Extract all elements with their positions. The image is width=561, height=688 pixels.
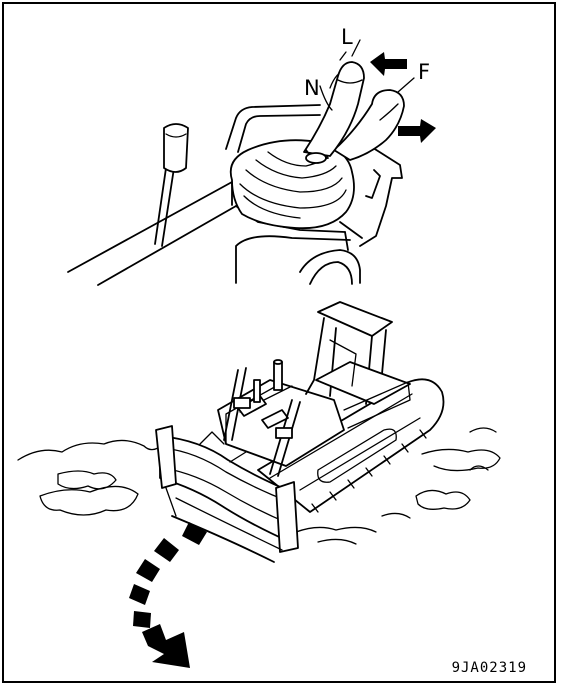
label-left: L — [341, 27, 353, 48]
label-neutral: N — [304, 78, 320, 99]
label-forward: F — [418, 62, 430, 83]
dashed-curved-arrow-icon — [129, 522, 207, 668]
bulldozer — [156, 302, 444, 562]
joystick-boot — [231, 140, 354, 228]
figure-code: 9JA02319 — [452, 660, 527, 676]
filled-arrow-left-icon — [370, 52, 407, 76]
filled-arrow-right-icon — [398, 119, 436, 143]
side-lever — [155, 124, 188, 246]
